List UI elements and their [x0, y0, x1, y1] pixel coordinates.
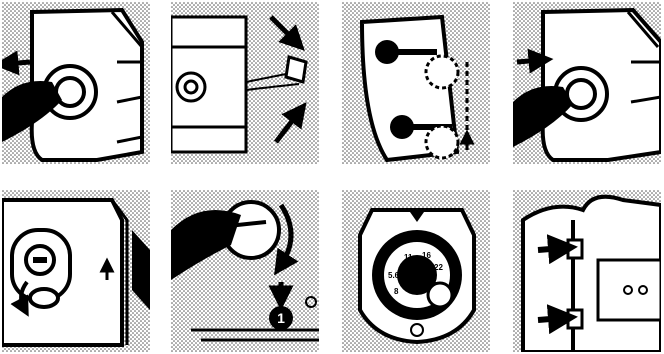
- panel-latch-hinges: [513, 190, 661, 352]
- panel-open-cover: [2, 190, 150, 352]
- dial-number: 11: [404, 253, 413, 262]
- insert-knob-icon: [513, 2, 661, 164]
- dial-number: 22: [434, 263, 443, 272]
- latch-hinges-icon: [513, 190, 661, 352]
- open-cover-icon: [2, 190, 150, 352]
- dial-number: 5.6: [388, 271, 400, 280]
- insert-film-icon: [171, 2, 319, 164]
- panel-exposure-dial: 11 16 22 32 5.6 8: [342, 190, 490, 352]
- remove-knob-icon: [2, 2, 150, 164]
- panel-film-spools: [342, 2, 490, 164]
- film-spools-icon: [342, 2, 490, 164]
- exposure-dial-icon: 11 16 22 32 5.6 8: [342, 190, 490, 352]
- panel-insert-knob: [513, 2, 661, 164]
- dial-number: 16: [422, 251, 431, 260]
- frame-counter-number: 1: [277, 310, 285, 326]
- panel-wind-crank: 1: [171, 190, 319, 352]
- wind-crank-icon: 1: [171, 190, 319, 352]
- dial-number: 8: [394, 287, 399, 296]
- panel-remove-knob: [2, 2, 150, 164]
- panel-insert-film: [171, 2, 319, 164]
